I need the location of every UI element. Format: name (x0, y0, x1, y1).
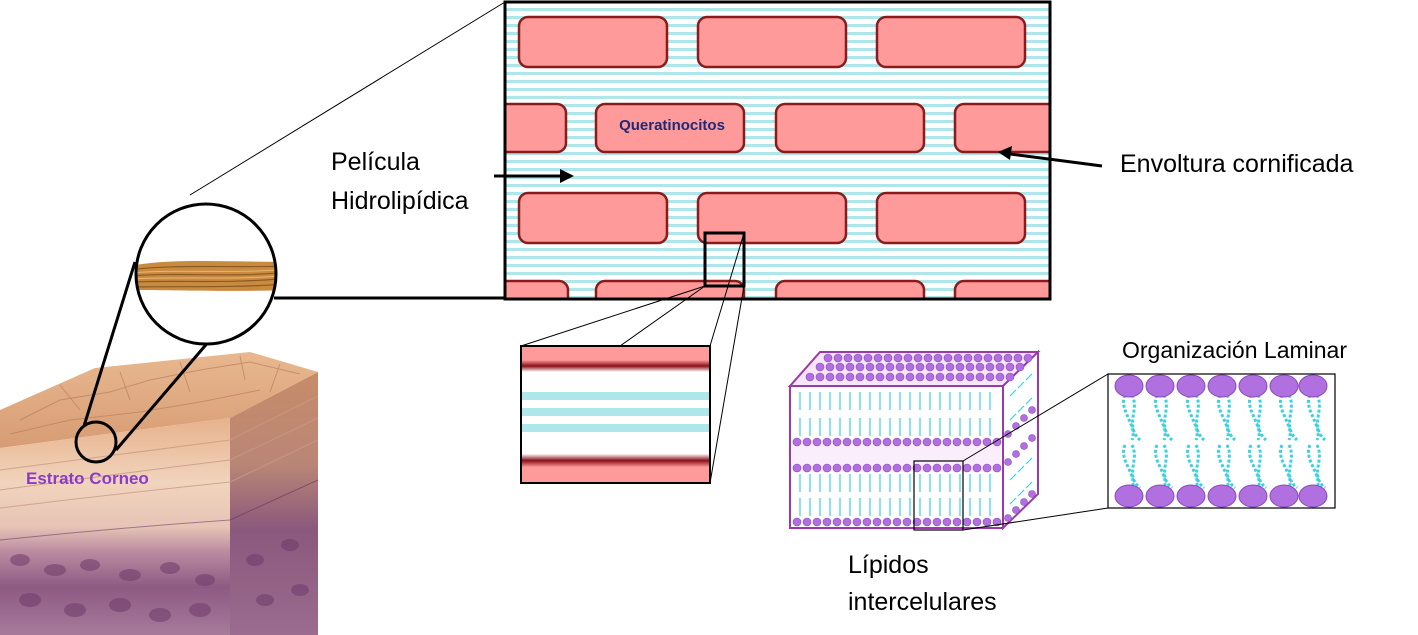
pelicula-label-line2: Hidrolipídica (331, 187, 469, 215)
lipidos-label-line1: Lípidos (848, 551, 929, 579)
estrato-corneo-label: Estrato Corneo (26, 469, 149, 488)
lipid-zoom-box (913, 460, 964, 531)
zoomed-interface-inset (520, 345, 711, 484)
keratinocyte-cell (774, 279, 926, 299)
laminar-organization-inset (1107, 373, 1336, 509)
envoltura-label: Envoltura cornificada (1120, 150, 1354, 178)
zoom-line-right (114, 339, 212, 451)
keratinocyte-cell (875, 15, 1027, 69)
magnified-fiber-circle (134, 202, 278, 346)
keratinocyte-cell (517, 15, 669, 69)
keratinocyte-cell (594, 102, 746, 154)
skin-front-face (0, 418, 230, 635)
arrow-icon (998, 146, 1103, 168)
thin-connector-line (189, 1, 506, 196)
brick-mortar-panel (503, 0, 1052, 301)
skin-block-illustration (0, 352, 319, 635)
organizacion-laminar-label: Organización Laminar (1122, 337, 1347, 363)
keratinocyte-cell (953, 279, 1050, 299)
zoom-box-line-4 (709, 285, 745, 484)
queratinocitos-label: Queratinocitos (619, 117, 725, 134)
skin-side-face (230, 372, 318, 635)
pelicula-label-line1: Película (331, 148, 420, 176)
lipidos-label-line2: intercelulares (848, 588, 997, 616)
magnifier-circle-icon (74, 420, 118, 464)
keratinocyte-cell (505, 102, 568, 154)
lipid-zoom-line-bottom (962, 507, 1109, 531)
zoom-box-line-2 (709, 232, 745, 347)
lipid-zoom-line-top (962, 373, 1109, 462)
zoom-box-line-3 (520, 285, 706, 347)
keratinocyte-cell (696, 15, 848, 69)
arrow-icon (494, 169, 574, 183)
zoom-box (703, 231, 746, 288)
zoom-box-line-1 (619, 285, 706, 347)
keratinocyte-cell (696, 191, 848, 245)
zoom-line-left (82, 261, 137, 427)
keratinocyte-cell (774, 102, 926, 154)
keratinocyte-cell (505, 279, 570, 299)
keratinocyte-cell (517, 191, 669, 245)
keratinocyte-cell (875, 191, 1027, 245)
lipid-3d-block (787, 349, 1041, 531)
